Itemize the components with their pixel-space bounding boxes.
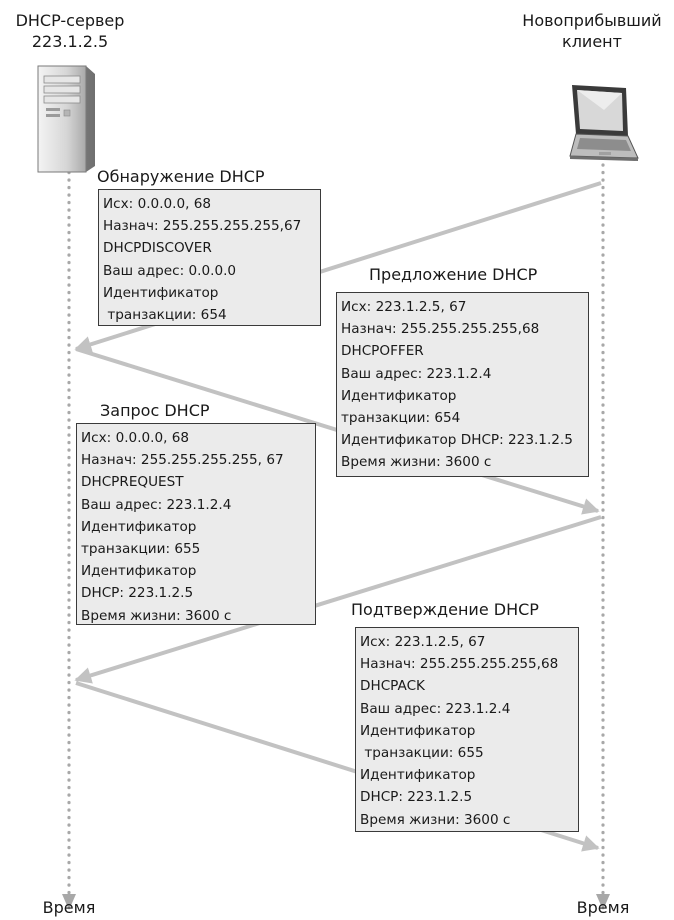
client-label-line1: Новоприбывший	[522, 11, 662, 30]
request-line: транзакции: 655	[81, 541, 201, 558]
request-title: Запрос DHCP	[100, 401, 210, 420]
offer-line: Ваш адрес: 223.1.2.4	[341, 365, 492, 382]
server-icon	[37, 65, 95, 173]
request-line: DHCPREQUEST	[81, 474, 184, 491]
offer-line: транзакции: 654	[341, 410, 461, 427]
request-line: Идентификатор	[81, 563, 197, 580]
ack-line: Назнач: 255.255.255.255,68	[360, 656, 559, 673]
offer-title: Предложение DHCP	[369, 265, 538, 284]
ack-line: Исх: 223.1.2.5, 67	[360, 634, 486, 650]
offer-message-box: Исх: 223.1.2.5, 67 Назнач: 255.255.255.2…	[336, 292, 589, 477]
server-label-line1: DHCP-сервер	[15, 11, 125, 30]
ack-line: DHCP: 223.1.2.5	[360, 789, 473, 806]
discover-line: Ваш адрес: 0.0.0.0	[103, 262, 237, 279]
ack-line: транзакции: 655	[360, 745, 484, 762]
request-line: Исх: 0.0.0.0, 68	[81, 430, 190, 446]
discover-line: Назнач: 255.255.255.255,67	[103, 218, 302, 235]
request-message-box: Исх: 0.0.0.0, 68 Назнач: 255.255.255.255…	[76, 423, 316, 625]
ack-message-box: Исх: 223.1.2.5, 67 Назнач: 255.255.255.2…	[355, 627, 579, 832]
server-label-line2: 223.1.2.5	[31, 32, 109, 51]
offer-line: Идентификатор	[341, 387, 457, 404]
ack-line: Идентификатор	[360, 767, 476, 784]
offer-line: DHCPOFFER	[341, 343, 424, 360]
laptop-icon	[569, 85, 639, 161]
client-time-label: Время	[576, 898, 630, 917]
server-time-arrowhead	[62, 894, 76, 910]
ack-line: Идентификатор	[360, 722, 476, 739]
request-line: Ваш адрес: 223.1.2.4	[81, 496, 232, 513]
client-label-line2: клиент	[562, 32, 622, 51]
request-line: Идентификатор	[81, 518, 197, 535]
discover-line: Исх: 0.0.0.0, 68	[103, 196, 212, 212]
offer-line: Назнач: 255.255.255.255,68	[341, 321, 540, 338]
offer-line: Идентификатор DHCP: 223.1.2.5	[341, 432, 573, 449]
server-time-label: Время	[42, 898, 96, 917]
ack-line: Время жизни: 3600 с	[360, 811, 511, 828]
discover-message-box: Исх: 0.0.0.0, 68 Назнач: 255.255.255.255…	[98, 189, 321, 326]
request-line: DHCP: 223.1.2.5	[81, 585, 194, 602]
discover-title: Обнаружение DHCP	[97, 167, 265, 186]
offer-line: Время жизни: 3600 с	[341, 454, 492, 471]
offer-line: Исх: 223.1.2.5, 67	[341, 299, 467, 315]
ack-title: Подтверждение DHCP	[351, 600, 539, 619]
discover-line: транзакции: 654	[103, 307, 227, 324]
arrow-request	[74, 515, 602, 684]
request-line: Назнач: 255.255.255.255, 67	[81, 452, 284, 469]
request-line: Время жизни: 3600 с	[81, 607, 232, 624]
ack-line: DHCPACK	[360, 678, 425, 695]
discover-line: Идентификатор	[103, 284, 219, 301]
client-time-arrowhead	[596, 894, 610, 910]
ack-line: Ваш адрес: 223.1.2.4	[360, 700, 511, 717]
discover-line: DHCPDISCOVER	[103, 240, 212, 257]
